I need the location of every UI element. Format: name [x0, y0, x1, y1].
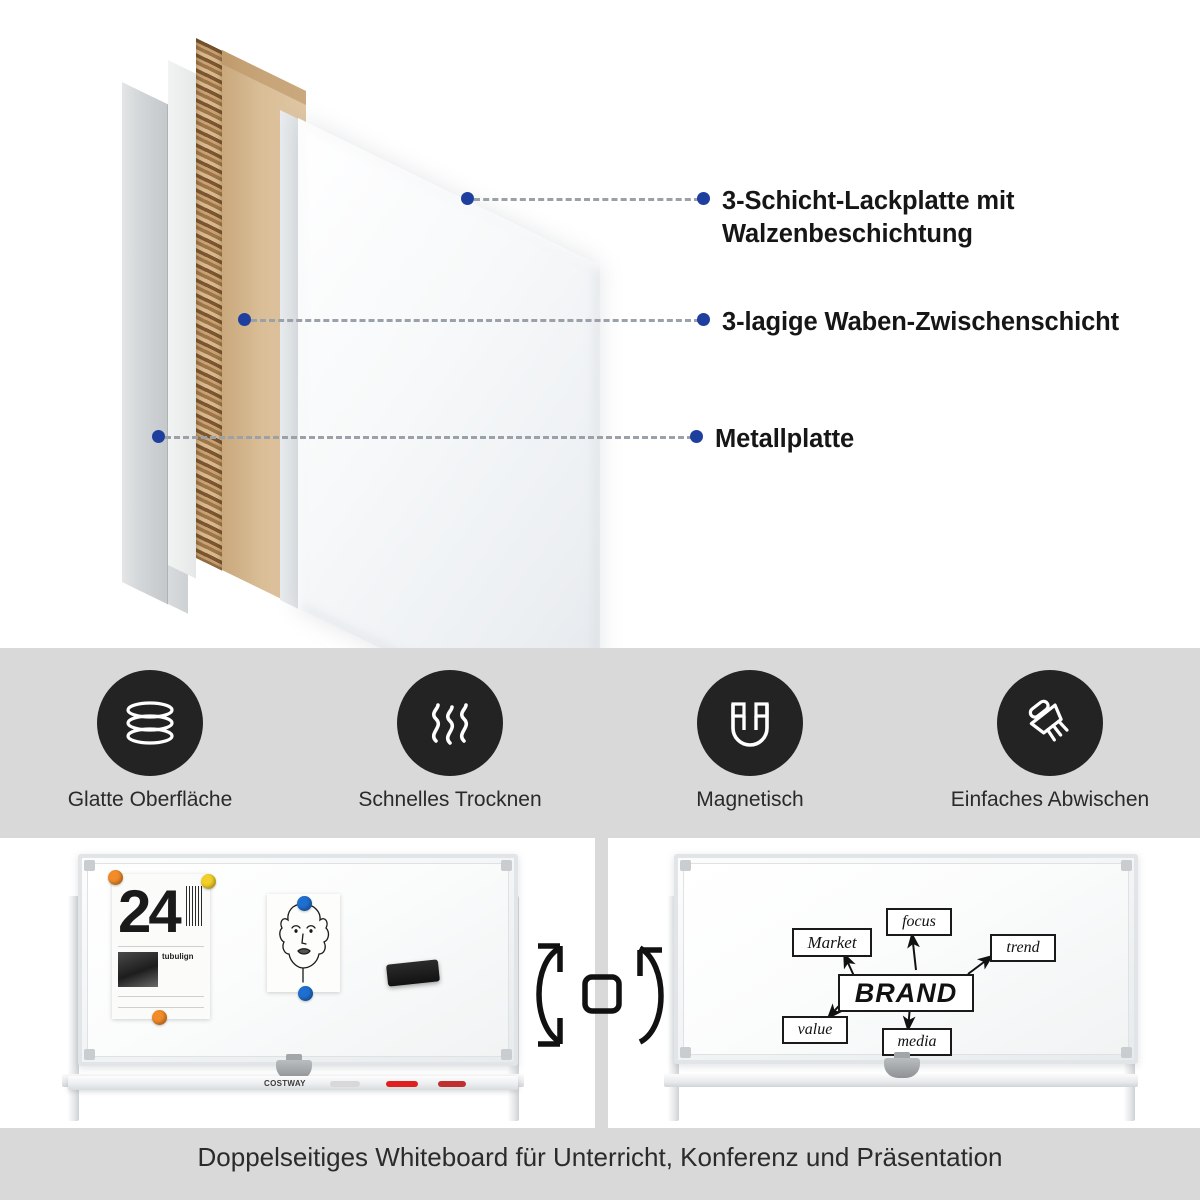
- frame-corner-br-back: [1121, 1047, 1132, 1058]
- lacquer-panel-layer: [280, 110, 600, 648]
- callout-label-honeycomb-core: 3-lagige Waben-Zwischenschicht: [722, 308, 1120, 336]
- frame-corner-tr-back: [1121, 860, 1132, 871]
- mindmap-node-trend: trend: [990, 934, 1056, 962]
- callout-leader-lacquer-panel: [474, 198, 700, 201]
- magnet-orange-2: [152, 1010, 167, 1025]
- magnet-orange-1: [108, 870, 123, 885]
- pivot-knob-left-board: [276, 1060, 312, 1080]
- magnet-yellow: [201, 874, 216, 889]
- calendar-rule-3: [118, 1007, 204, 1008]
- calendar-photo: [118, 952, 158, 987]
- feature-label-smooth-surface: Glatte Oberfläche: [67, 788, 233, 811]
- pivot-cap-right-board: [894, 1052, 910, 1060]
- mindmap-node-media: media: [882, 1028, 952, 1056]
- stand-crossbar-right-panel: [664, 1074, 1138, 1087]
- callout-endpoint-honeycomb-core: [697, 313, 710, 326]
- callout-dot-metal-plate: [152, 430, 165, 443]
- photo-panel-front-side: 24 tubulign: [0, 838, 595, 1128]
- frame-corner-bl: [84, 1049, 95, 1060]
- callout-dot-honeycomb-core: [238, 313, 251, 326]
- product-photo-row: 24 tubulign: [0, 838, 1200, 1128]
- feature-fast-drying: Schnelles Trocknen: [315, 670, 585, 812]
- callout-endpoint-lacquer-panel: [697, 192, 710, 205]
- frame-corner-tl: [84, 860, 95, 871]
- marker-tray: COSTWAY: [68, 1076, 518, 1090]
- callout-dot-lacquer-panel: [461, 192, 474, 205]
- mindmap-node-value: value: [782, 1016, 848, 1044]
- brand-logo-text: COSTWAY: [264, 1079, 306, 1088]
- calendar-sheet: 24 tubulign: [112, 874, 210, 1019]
- feature-label-easy-wipe: Einfaches Abwischen: [950, 788, 1150, 811]
- calendar-caption: tubulign: [162, 952, 194, 961]
- pen-red-1: [386, 1081, 418, 1087]
- pivot-knob-right-board: [884, 1058, 920, 1078]
- mindmap-node-market: Market: [792, 928, 872, 957]
- feature-easy-wipe: Einfaches Abwischen: [915, 670, 1185, 812]
- calendar-rule-1: [118, 946, 204, 947]
- feature-magnetic: Magnetisch: [615, 670, 885, 812]
- pen-grey: [330, 1081, 360, 1087]
- fast-drying-icon: [397, 670, 503, 776]
- callout-label-lacquer-panel: 3-Schicht-Lackplatte mit Walzenbeschicht…: [722, 187, 1015, 249]
- stand-post-left-right-panel: [668, 896, 679, 1121]
- callout-label-metal-plate: Metallplatte: [715, 425, 855, 453]
- frame-corner-tr: [501, 860, 512, 871]
- pen-red-2: [438, 1081, 466, 1087]
- metal-plate-layer: [122, 82, 188, 614]
- honeycomb-edge-texture: [196, 38, 222, 571]
- rotate-icon-board-shape: [582, 974, 622, 1014]
- mindmap-node-focus: focus: [886, 908, 952, 936]
- magnet-blue-1: [297, 896, 312, 911]
- frame-corner-br: [501, 1049, 512, 1060]
- whiteboard-front: 24 tubulign: [78, 854, 518, 1066]
- feature-label-fast-drying: Schnelles Trocknen: [358, 788, 542, 811]
- feature-section: Glatte Oberfläche Schnelles Trocknen: [0, 648, 1200, 1200]
- face-sketch-icon: [279, 903, 330, 983]
- feature-label-magnetic: Magnetisch: [696, 788, 804, 811]
- calendar-barcode: [186, 886, 204, 926]
- stand-post-left: [68, 896, 79, 1121]
- feature-icon-row: Glatte Oberfläche Schnelles Trocknen: [0, 670, 1200, 835]
- pivot-cap-left-board: [286, 1054, 302, 1062]
- callout-leader-metal-plate: [165, 436, 693, 439]
- whiteboard-back: BRAND Market focus trend value media: [674, 854, 1138, 1064]
- mindmap-arrows: [826, 932, 994, 1032]
- flip-rotate-icon: [536, 943, 664, 1047]
- photo-panel-back-side: BRAND Market focus trend value media: [608, 838, 1200, 1128]
- callout-leader-honeycomb-core: [251, 319, 700, 322]
- calendar-number: 24: [118, 878, 182, 945]
- callout-endpoint-metal-plate: [690, 430, 703, 443]
- frame-corner-tl-back: [680, 860, 691, 871]
- magnet-blue-2: [298, 986, 313, 1001]
- calendar-rule-2: [118, 996, 204, 997]
- feature-smooth-surface: Glatte Oberfläche: [15, 670, 285, 812]
- section-caption: Doppelseitiges Whiteboard für Unterricht…: [197, 1142, 1003, 1172]
- inner-liner-layer: [168, 60, 196, 579]
- magnet-icon: [697, 670, 803, 776]
- frame-corner-bl-back: [680, 1047, 691, 1058]
- layer-diagram-section: 3-Schicht-Lackplatte mit Walzenbeschicht…: [122, 38, 1120, 648]
- smooth-surface-icon: [97, 670, 203, 776]
- brush-icon: [997, 670, 1103, 776]
- mindmap-node-brand: BRAND: [838, 974, 974, 1012]
